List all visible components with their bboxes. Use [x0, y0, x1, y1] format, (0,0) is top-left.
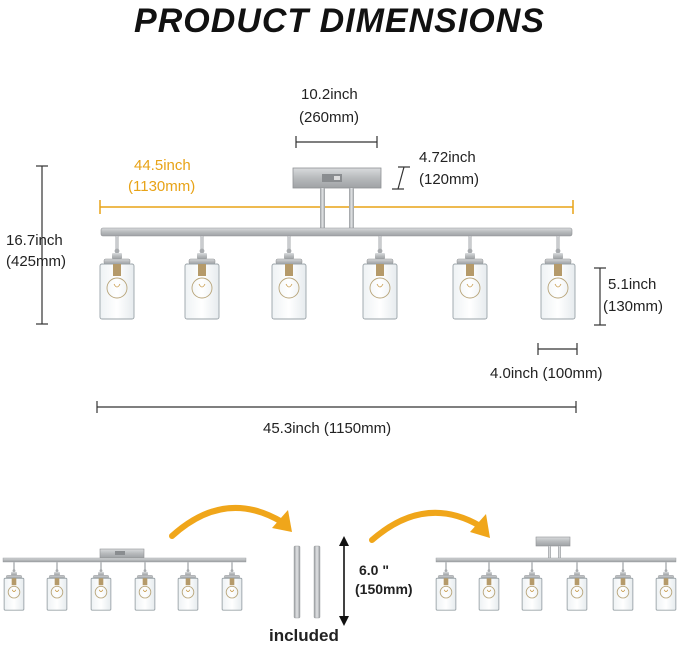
- canopy-width-inch: 10.2inch: [301, 86, 358, 103]
- light-head: [521, 562, 543, 611]
- shade-width-dimension: [537, 343, 578, 355]
- canopy-height-mm: (120mm): [419, 171, 480, 188]
- rod-length-mm: (150mm): [355, 581, 413, 597]
- total-height-mm: (425mm): [6, 253, 67, 270]
- light-head: [478, 562, 500, 611]
- total-height-inch: 16.7inch: [6, 232, 63, 249]
- total-length-dimension: [96, 401, 577, 413]
- curved-arrow-right: [369, 509, 490, 543]
- rod-length-arrow: [339, 536, 349, 626]
- before-light-heads: [3, 562, 243, 611]
- bar-length-inch: 44.5inch: [134, 157, 191, 174]
- light-head: [655, 562, 677, 611]
- canopy-height-dimension: [392, 166, 410, 190]
- extension-rods: [293, 545, 321, 619]
- canopy-height-inch: 4.72inch: [419, 149, 476, 166]
- canopy-width-mm: (260mm): [299, 109, 360, 126]
- fixture-after: [435, 536, 677, 563]
- canopy-width-dimension: [295, 136, 378, 148]
- after-light-heads: [435, 562, 677, 611]
- shade-height-inch: 5.1inch: [608, 276, 657, 293]
- shade-height-mm: (130mm): [603, 298, 664, 315]
- curved-arrow-left: [169, 504, 292, 539]
- light-head: [612, 562, 634, 611]
- light-head: [177, 562, 199, 611]
- light-head: [46, 562, 68, 611]
- light-head: [435, 562, 457, 611]
- shade-height-dimension: [594, 267, 606, 326]
- included-label: included: [269, 626, 339, 645]
- light-head: [184, 236, 220, 320]
- bar-length-mm: (1130mm): [128, 178, 196, 195]
- rod-length-inch: 6.0 ": [359, 562, 389, 578]
- light-head: [540, 236, 576, 320]
- page-title: PRODUCT DIMENSIONS: [134, 2, 545, 40]
- light-head: [221, 562, 243, 611]
- light-head: [362, 236, 398, 320]
- light-head: [90, 562, 112, 611]
- bar-length-dimension: [99, 200, 574, 214]
- main-light-heads: [99, 236, 576, 320]
- total-height-dimension: [36, 165, 48, 325]
- light-head: [134, 562, 156, 611]
- main-fixture: [100, 167, 573, 237]
- fixture-before: [2, 548, 247, 563]
- total-length-label: 45.3inch (1150mm): [263, 420, 392, 437]
- light-head: [271, 236, 307, 320]
- light-head: [3, 562, 25, 611]
- light-head: [99, 236, 135, 320]
- shade-width-label: 4.0inch (100mm): [490, 365, 603, 382]
- light-head: [566, 562, 588, 611]
- light-head: [452, 236, 488, 320]
